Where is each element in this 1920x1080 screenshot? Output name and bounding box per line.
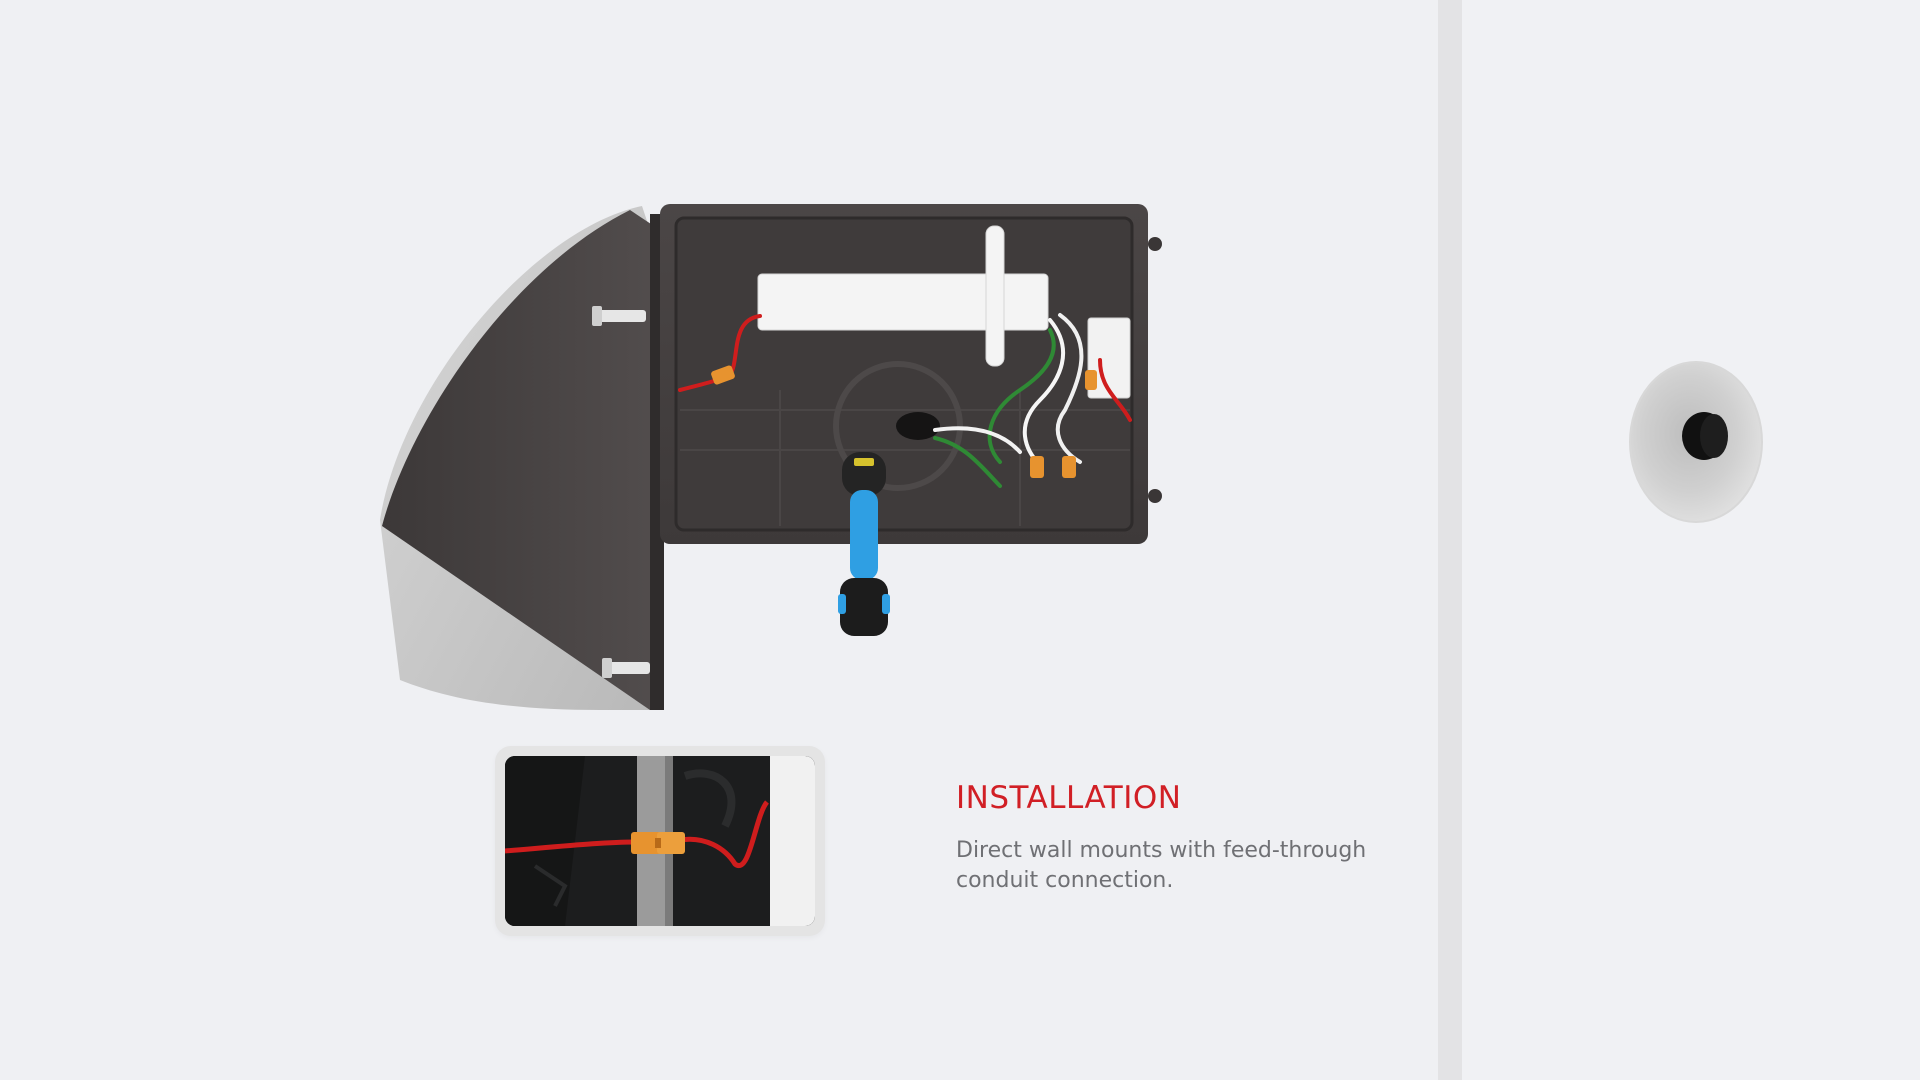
detail-inset-frame	[495, 746, 825, 936]
detail-illustration	[505, 756, 815, 926]
interior-ribs	[680, 390, 1130, 526]
door-screw-bottom	[602, 658, 650, 678]
section-description: Direct wall mounts with feed-through con…	[956, 838, 1367, 893]
wall-divider	[1438, 0, 1462, 1080]
section-heading: INSTALLATION	[956, 780, 1182, 816]
wire-connectors	[711, 365, 1097, 478]
mount-tab-bottom	[1148, 489, 1162, 503]
wall-pack-light-open-housing	[380, 204, 1162, 710]
back-box-interior	[674, 216, 1134, 532]
conduit-fitting-icon	[1629, 361, 1763, 523]
screwdriver-tool	[838, 452, 890, 636]
knockout-hole	[896, 412, 940, 440]
wire-connector-close-up	[505, 756, 815, 926]
driver-bracket	[985, 225, 1005, 367]
mount-tab-top	[1148, 237, 1162, 251]
door-panel	[382, 210, 660, 710]
wall-panel	[1462, 0, 1920, 1080]
terminal-block	[1087, 317, 1131, 399]
door-screw-top	[592, 306, 646, 326]
led-driver	[757, 273, 1049, 331]
mounting-plate	[833, 361, 963, 491]
